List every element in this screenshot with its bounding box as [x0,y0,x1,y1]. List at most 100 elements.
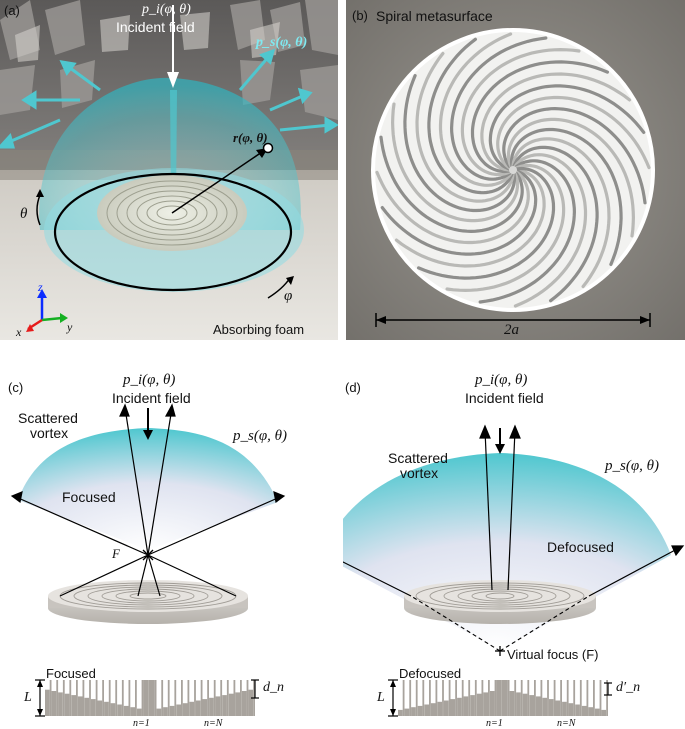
groove-wall [501,680,503,716]
groove-bar [522,693,528,716]
axis-x-label: x [16,325,22,339]
groove-wall [520,680,523,716]
groove-wall [494,680,497,716]
groove-wall [213,680,216,716]
profile-nN-d: n=N [557,718,576,729]
groove-wall [233,680,236,716]
groove-wall [468,680,471,716]
groove-bar [136,708,142,716]
diameter-arrow [375,313,651,327]
scattered-symbol-c: p_s(φ, θ) [233,428,287,444]
groove-wall [226,680,229,716]
focused-profile [45,680,255,716]
groove-wall [593,680,595,716]
groove-bar [450,699,456,716]
groove-wall [534,680,536,716]
groove-bar [588,707,593,716]
groove-wall [573,680,576,716]
groove-wall [207,680,209,716]
diameter-label: 2a [504,322,519,338]
groove-bar [51,691,57,716]
groove-bar [463,696,469,716]
groove-bar [529,695,534,716]
groove-bar [581,705,587,716]
groove-bar [58,692,63,716]
vortex-line1-d: Scattered [388,450,448,466]
groove-bar [430,703,436,716]
defocused-label: Defocused [547,539,614,555]
groove-wall [89,680,91,716]
groove-bar [123,705,129,716]
groove-bar [417,705,423,716]
spiral-arm [438,32,513,187]
groove-wall [62,680,65,716]
groove-bar [110,703,116,716]
panel-a-photo: (a) p_i(φ, θ) Incident field p_s(φ, θ) r… [0,0,338,340]
spiral-arm [380,169,538,256]
groove-bar [509,691,515,716]
groove-bar [97,700,103,716]
profile-d-c: d_n [263,680,284,695]
groove-bar [64,693,70,716]
spiral-arm [375,170,530,245]
groove-wall [135,680,137,716]
groove-bar [150,680,155,716]
groove-bar [575,704,580,716]
groove-bar [104,701,109,716]
groove-bar [516,692,521,716]
spiral-arm [470,60,609,174]
incident-symbol-d: p_i(φ, θ) [475,372,528,388]
focused-label: Focused [62,489,116,505]
groove-bar [535,696,541,716]
profile-title-d: Defocused [399,666,462,681]
groove-bar [489,691,495,716]
scattered-cap [18,428,278,550]
axes-icon [26,289,68,332]
groove-wall [161,680,164,716]
groove-wall [194,680,196,716]
groove-bar [195,700,201,716]
groove-wall [69,680,72,716]
groove-bar [77,696,83,716]
groove-wall [461,680,464,716]
groove-wall [540,680,543,716]
profile-n1-c: n=1 [133,718,150,729]
base-circle [53,172,293,292]
scattered-symbol-d: p_s(φ, θ) [605,458,659,474]
groove-bar [568,703,574,716]
groove-bar [71,695,76,716]
groove-wall [507,680,510,716]
spiral-arm [417,166,556,280]
groove-bar [562,701,567,716]
groove-bar [398,709,403,716]
scattered-arrows [0,48,338,149]
scattered-symbol-a: p_s(φ, θ) [256,35,308,50]
groove-bar [143,680,149,716]
spiral-arm [488,84,646,171]
panel-d: (d) p_i(φ, θ) Incident field Scattered v… [343,350,685,729]
spiral-arm [512,145,599,303]
groove-wall [49,680,52,716]
groove-wall [415,680,418,716]
vortex-line2-d: vortex [400,465,439,481]
groove-wall [181,680,183,716]
groove-wall [481,680,484,716]
virtual-focus-label: Virtual focus (F) [507,647,599,662]
spiral-arm [502,106,647,205]
groove-wall [200,680,203,716]
focused-rays [10,403,286,597]
incident-text-a: Incident field [116,19,195,35]
spiral-arm [496,95,651,170]
groove-bar [548,699,554,716]
profile-n1-d: n=1 [486,718,503,729]
spiral-arm [427,37,514,195]
groove-wall [566,680,569,716]
groove-wall [442,680,444,716]
spiral-arm [460,47,581,177]
groove-wall [409,680,412,716]
focus-label-c: F [112,546,120,561]
groove-wall [606,680,608,716]
groove-wall [448,680,451,716]
groove-bar [503,680,508,716]
spiral-arm [478,159,577,304]
